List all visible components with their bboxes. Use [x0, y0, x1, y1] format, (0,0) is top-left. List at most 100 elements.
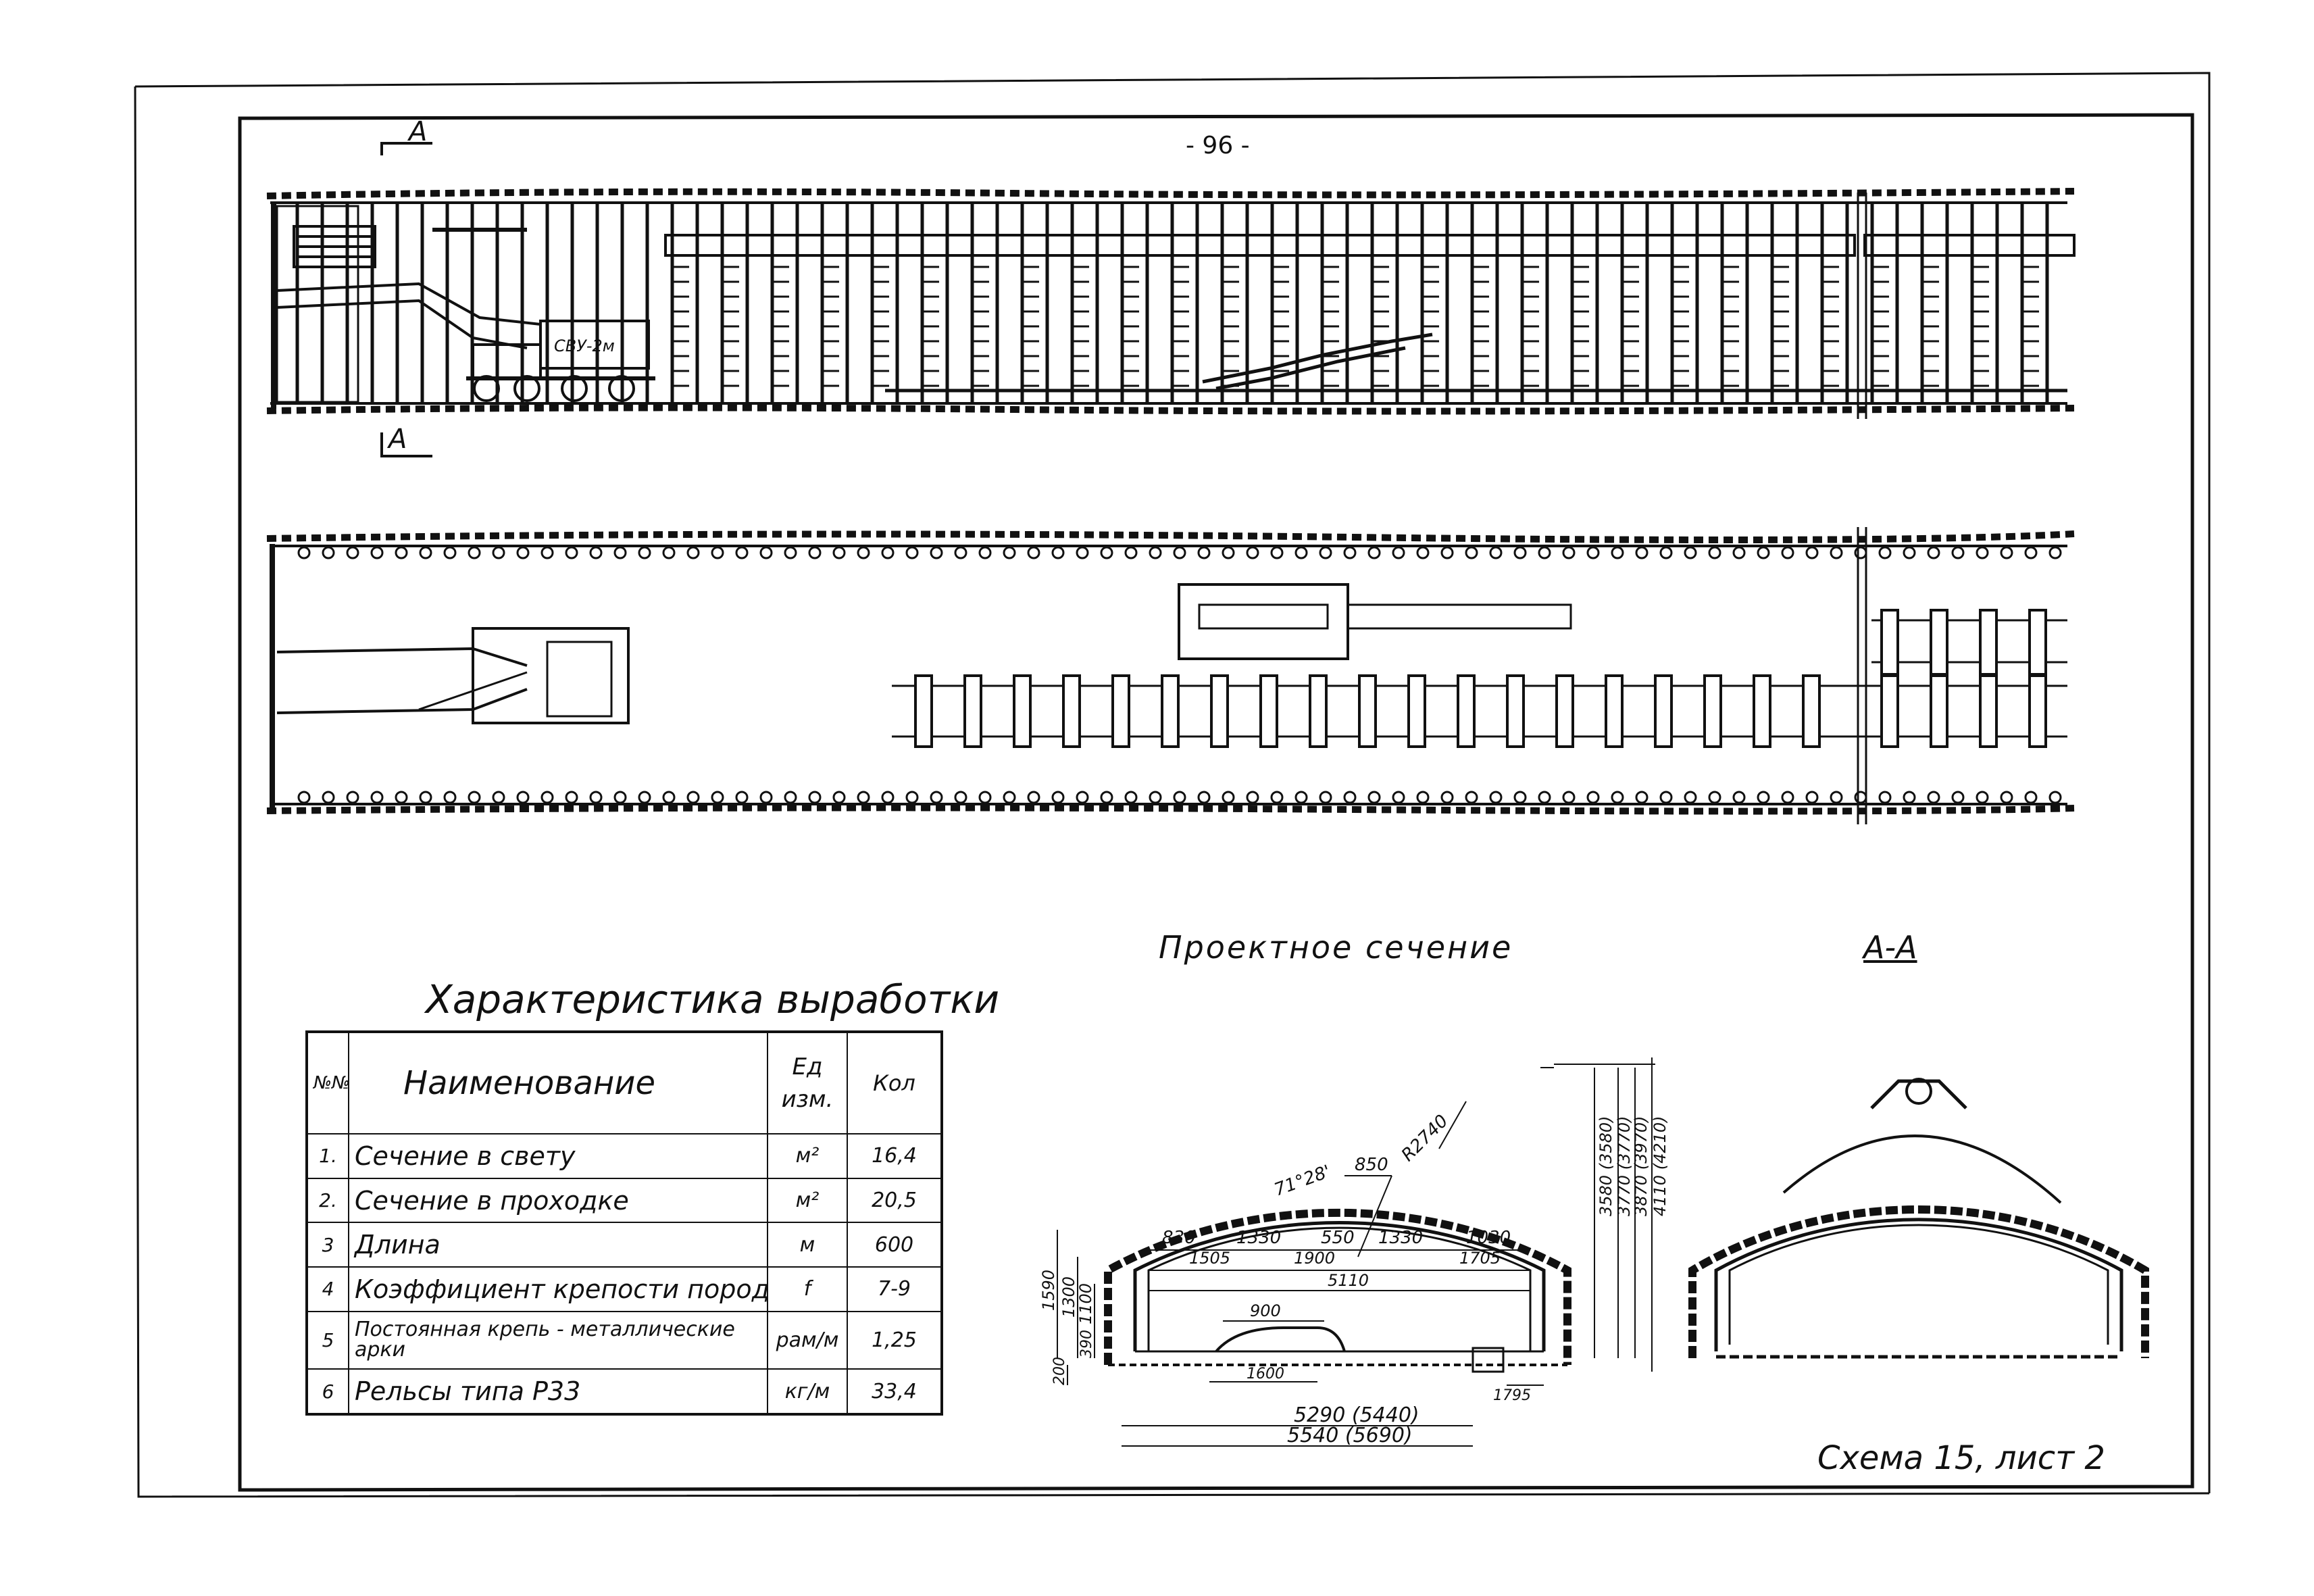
bolt-bottom [516, 791, 530, 804]
bolt-top [346, 546, 359, 559]
bolt-bottom [589, 791, 603, 804]
table-row: 1. Сечение в свету м² 16,4 [306, 1133, 942, 1179]
table-row: 2. Сечение в проходке м² 20,5 [306, 1177, 942, 1224]
bolt-bottom [1781, 791, 1794, 804]
bolt-top [759, 546, 773, 559]
bolt-top [1830, 546, 1843, 559]
bolt-bottom [1659, 791, 1673, 804]
bolt-bottom [395, 791, 408, 804]
page-number: - 96 - [1186, 132, 1250, 159]
bolt-bottom [1635, 791, 1649, 804]
sleeper [1259, 674, 1278, 748]
bolt-bottom [1076, 791, 1089, 804]
bolt-bottom [1367, 791, 1381, 804]
bolt-top [395, 546, 408, 559]
bolt-bottom [881, 791, 895, 804]
row-num: 5 [306, 1310, 349, 1370]
bolt-bottom [1684, 791, 1697, 804]
bolt-top [1513, 546, 1527, 559]
bolt-top [1149, 546, 1162, 559]
bolt-bottom [1343, 791, 1357, 804]
bolt-top [1027, 546, 1040, 559]
bolt-bottom [492, 791, 505, 804]
table-row: 3 Длина м 600 [306, 1222, 942, 1268]
bolt-bottom [1951, 791, 1965, 804]
bolt-top [638, 546, 651, 559]
bolt-top [2000, 546, 2013, 559]
bolt-top [1270, 546, 1284, 559]
sleeper [1506, 674, 1525, 748]
bolt-bottom [1854, 791, 1867, 804]
bolt-top [1684, 546, 1697, 559]
sleeper [1161, 674, 1180, 748]
bolt-top [1440, 546, 1454, 559]
sleeper [1802, 674, 1821, 748]
row-name: Сечение в проходке [348, 1177, 768, 1224]
scheme-label: Схема 15, лист 2 [1817, 1439, 2105, 1477]
sleeper [1930, 609, 1948, 676]
bolt-bottom [2024, 791, 2038, 804]
bolt-top [808, 546, 822, 559]
bolt-top [443, 546, 457, 559]
bolt-bottom [1027, 791, 1040, 804]
bolt-top [1805, 546, 1819, 559]
bolt-top [905, 546, 919, 559]
row-name: Длина [348, 1222, 768, 1268]
bolt-bottom [1197, 791, 1211, 804]
rock-bolts [297, 546, 2062, 804]
bolt-bottom [1757, 791, 1770, 804]
bolt-top [1319, 546, 1332, 559]
header-unit: Ед изм. [767, 1031, 848, 1134]
bolt-top [1416, 546, 1430, 559]
bolt-bottom [1489, 791, 1503, 804]
table-header-row: №№ п/п Наименование Ед изм. Кол [306, 1031, 942, 1134]
sleeper [1358, 674, 1377, 748]
bolt-top [1757, 546, 1770, 559]
row-name: Коэффициент крепости пород [348, 1266, 768, 1312]
bolt-bottom [1222, 791, 1235, 804]
row-num: 4 [306, 1266, 349, 1312]
bolt-bottom [1708, 791, 1721, 804]
bolt-top [735, 546, 749, 559]
bolt-top [468, 546, 481, 559]
row-name: Сечение в свету [348, 1133, 768, 1179]
plan-view [266, 527, 2075, 824]
row-num: 6 [306, 1368, 349, 1415]
row-unit: рам/м [767, 1310, 848, 1370]
bolt-top [565, 546, 578, 559]
sleeper [1111, 674, 1130, 748]
bolt-bottom [662, 791, 676, 804]
drilling-machine [276, 225, 1433, 402]
bolt-top [2048, 546, 2062, 559]
bolt-bottom [346, 791, 359, 804]
bolt-bottom [1392, 791, 1405, 804]
bolt-bottom [930, 791, 943, 804]
bolt-top [1197, 546, 1211, 559]
bolt-top [492, 546, 505, 559]
bolt-bottom [1830, 791, 1843, 804]
bolt-top [1708, 546, 1721, 559]
bolt-top [1635, 546, 1649, 559]
table-row: 6 Рельсы типа Р33 кг/м 33,4 [306, 1368, 942, 1415]
sleeper [2028, 609, 2047, 676]
bolt-top [540, 546, 554, 559]
bolt-top [686, 546, 700, 559]
bolt-top [1732, 546, 1746, 559]
bolt-top [1927, 546, 1940, 559]
bolt-bottom [1440, 791, 1454, 804]
section-marker-bottom: A [388, 424, 407, 455]
bolt-bottom [370, 791, 384, 804]
sleeper [1930, 674, 1948, 748]
bolt-top [954, 546, 967, 559]
bolt-top [370, 546, 384, 559]
bolt-bottom [468, 791, 481, 804]
sleeper [1880, 674, 1899, 748]
bolt-bottom [1173, 791, 1186, 804]
row-unit: кг/м [767, 1368, 848, 1415]
bolt-top [1076, 546, 1089, 559]
bolt-bottom [1611, 791, 1624, 804]
bolt-bottom [832, 791, 846, 804]
bolt-top [1586, 546, 1600, 559]
bolt-top [1465, 546, 1478, 559]
sleeper [1309, 674, 1328, 748]
